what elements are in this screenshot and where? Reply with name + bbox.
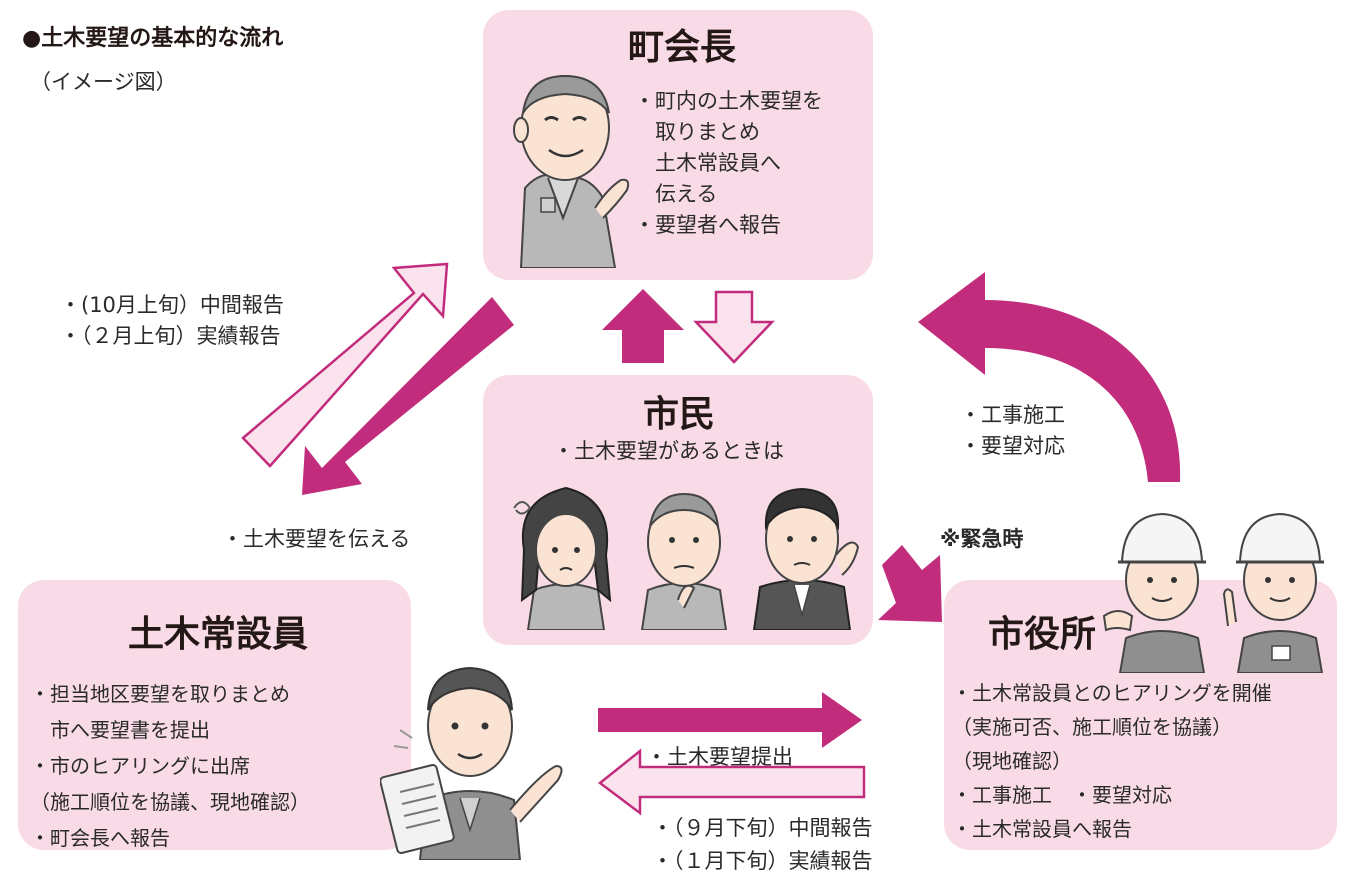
convey-request-label: ・土木要望を伝える bbox=[222, 527, 411, 551]
city-hall-title: 市役所 bbox=[988, 614, 1097, 655]
text-line: ・工事施工 ・要望対応 bbox=[952, 783, 1172, 807]
commissioner-box bbox=[18, 580, 411, 850]
text-line: ・土木常設員へ報告 bbox=[952, 817, 1132, 841]
emergency-label: ※緊急時 bbox=[940, 527, 1024, 551]
text-line: ・町内の土木要望を bbox=[634, 89, 823, 113]
text-line: ・土木要望があるときは bbox=[553, 439, 784, 463]
text-line: ・市のヒアリングに出席 bbox=[30, 754, 250, 778]
commissioner-description: ・担当地区要望を取りまとめ 市へ要望書を提出 ・市のヒアリングに出席 （施工順位… bbox=[30, 676, 310, 856]
arrow-convey-to-commissioner bbox=[302, 297, 514, 495]
text-line: 市へ要望書を提出 bbox=[30, 718, 210, 742]
text-line: ・担当地区要望を取りまとめ bbox=[30, 682, 290, 706]
arrow-citizens-to-chief bbox=[602, 289, 684, 363]
text-line: ・要望者へ報告 bbox=[634, 213, 781, 237]
arrow-city-to-chief bbox=[918, 272, 1181, 482]
citizen-man-icon bbox=[752, 487, 860, 630]
text-line: ・(10月上旬）中間報告 bbox=[60, 293, 284, 317]
town-chief-title: 町会長 bbox=[628, 27, 737, 68]
text-line: （施工順位を協議、現地確認） bbox=[30, 790, 310, 814]
town-chief-description: ・町内の土木要望を 取りまとめ 土木常設員へ 伝える ・要望者へ報告 bbox=[634, 86, 823, 241]
report-to-chief-label: ・(10月上旬）中間報告 ・（２月上旬）実績報告 bbox=[60, 290, 284, 352]
diagram-heading: ●土木要望の基本的な流れ bbox=[22, 20, 283, 52]
commissioner-title: 土木常設員 bbox=[128, 614, 309, 655]
citizens-description: ・土木要望があるときは bbox=[553, 436, 784, 467]
diagram-subtitle: （イメージ図） bbox=[30, 70, 177, 94]
text-line: ・（２月上旬）実績報告 bbox=[60, 324, 281, 348]
construction-label: ・工事施工 ・要望対応 bbox=[960, 400, 1065, 462]
city-hall-description: ・土木常設員とのヒアリングを開催 （実施可否、施工順位を協議） （現地確認） ・… bbox=[952, 676, 1272, 846]
commissioner-person-icon bbox=[380, 666, 563, 860]
text-line: 取りまとめ bbox=[634, 120, 760, 144]
city-hall-box bbox=[944, 580, 1337, 850]
report-to-commissioner-label: ・（９月下旬）中間報告 ・（１月下旬）実績報告 bbox=[652, 812, 873, 878]
citizen-woman-icon bbox=[513, 486, 612, 630]
arrow-report-to-commissioner bbox=[597, 748, 866, 816]
arrow-submit-request bbox=[598, 692, 862, 748]
text-line: ・要望対応 bbox=[960, 434, 1065, 458]
citizens-title: 市民 bbox=[643, 394, 716, 435]
arrow-report-to-chief bbox=[241, 262, 449, 468]
text-line: ・工事施工 bbox=[960, 403, 1065, 427]
text-line: （現地確認） bbox=[952, 749, 1072, 773]
citizen-elder-icon bbox=[640, 492, 728, 630]
town-chief-person-icon bbox=[513, 74, 630, 268]
text-line: ・土木常設員とのヒアリングを開催 bbox=[952, 681, 1272, 705]
submit-request-label: ・土木要望提出 bbox=[646, 745, 793, 769]
diagram-title: ●土木要望の基本的な流れ bbox=[22, 26, 284, 51]
text-line: 伝える bbox=[634, 182, 718, 206]
text-line: ・（９月下旬）中間報告 bbox=[652, 816, 873, 840]
text-line: （実施可否、施工順位を協議） bbox=[952, 715, 1232, 739]
city-worker-icon bbox=[1102, 512, 1324, 673]
text-line: ・町会長へ報告 bbox=[30, 826, 170, 850]
text-line: ・（１月下旬）実績報告 bbox=[652, 849, 873, 873]
text-line: 土木常設員へ bbox=[634, 151, 781, 175]
arrow-emergency bbox=[878, 545, 942, 622]
arrow-chief-to-citizens bbox=[693, 290, 775, 364]
